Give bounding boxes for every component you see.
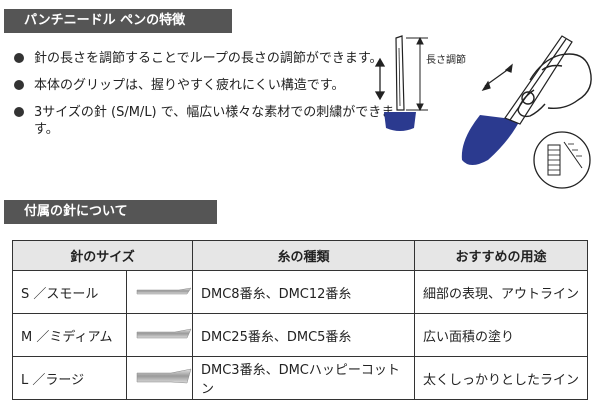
size-cell: S ／スモール <box>12 270 127 314</box>
feature-list: 針の長さを調節することでループの長さの調節ができます。 本体のグリップは、握りや… <box>12 50 397 148</box>
bullet-icon <box>14 80 24 90</box>
use-cell: 広い面積の塗り <box>414 313 588 357</box>
section-title-features: パンチニードル ペンの特徴 <box>4 9 232 33</box>
needle-image-cell <box>126 270 193 314</box>
small-needle-icon <box>136 287 192 295</box>
adjuster-detail-icon <box>533 131 591 189</box>
table-header-row: 針のサイズ 糸の種類 おすすめの用途 <box>12 240 588 271</box>
needle-icon <box>395 35 405 111</box>
length-adjust-label: 長さ調節 <box>426 53 466 66</box>
feature-item: 針の長さを調節することでループの長さの調節ができます。 <box>12 50 397 67</box>
grip-icon <box>384 112 416 131</box>
table-row: M ／ミディアム DMC25番糸、DMC5番糸 広い面積の塗り <box>12 313 588 357</box>
use-cell: 細部の表現、アウトライン <box>414 270 588 314</box>
bullet-icon <box>14 107 24 117</box>
needle-size-table: 針のサイズ 糸の種類 おすすめの用途 S ／スモール DMC8番糸、DMC12番… <box>12 240 588 400</box>
double-arrow-icon <box>481 63 513 92</box>
use-cell: 太くしっかりとしたライン <box>414 356 588 400</box>
needle-image-cell <box>126 313 193 357</box>
medium-needle-icon <box>136 328 192 339</box>
double-arrow-icon <box>374 57 386 101</box>
header-use: おすすめの用途 <box>414 240 588 271</box>
hand-with-pen-illustration <box>461 35 592 189</box>
bullet-icon <box>14 53 24 63</box>
feature-text: 本体のグリップは、握りやすく疲れにくい構造です。 <box>34 78 345 93</box>
header-size: 針のサイズ <box>12 240 193 271</box>
large-needle-icon <box>136 368 192 384</box>
needle-image-cell <box>126 356 193 400</box>
size-cell: M ／ミディアム <box>12 313 127 357</box>
feature-item: 3サイズの針 (S/M/L) で、幅広い様々な素材での刺繍ができます。 <box>12 104 397 138</box>
section-title-needles: 付属の針について <box>4 200 217 224</box>
header-thread: 糸の種類 <box>192 240 415 271</box>
feature-item: 本体のグリップは、握りやすく疲れにくい構造です。 <box>12 77 397 94</box>
size-cell: L ／ラージ <box>12 356 127 400</box>
grip-icon <box>461 115 520 165</box>
feature-text: 針の長さを調節することでループの長さの調節ができます。 <box>34 51 383 66</box>
thread-cell: DMC25番糸、DMC5番糸 <box>192 313 415 357</box>
feature-text: 3サイズの針 (S/M/L) で、幅広い様々な素材での刺繍ができます。 <box>34 105 395 137</box>
table-row: L ／ラージ DMC3番糸、DMCハッピーコットン 太くしっかりとしたライン <box>12 356 588 400</box>
thread-cell: DMC3番糸、DMCハッピーコットン <box>192 356 415 400</box>
table-row: S ／スモール DMC8番糸、DMC12番糸 細部の表現、アウトライン <box>12 270 588 314</box>
needle-length-diagram: 長さ調節 <box>374 35 466 131</box>
hand-icon <box>517 53 592 118</box>
thread-cell: DMC8番糸、DMC12番糸 <box>192 270 415 314</box>
